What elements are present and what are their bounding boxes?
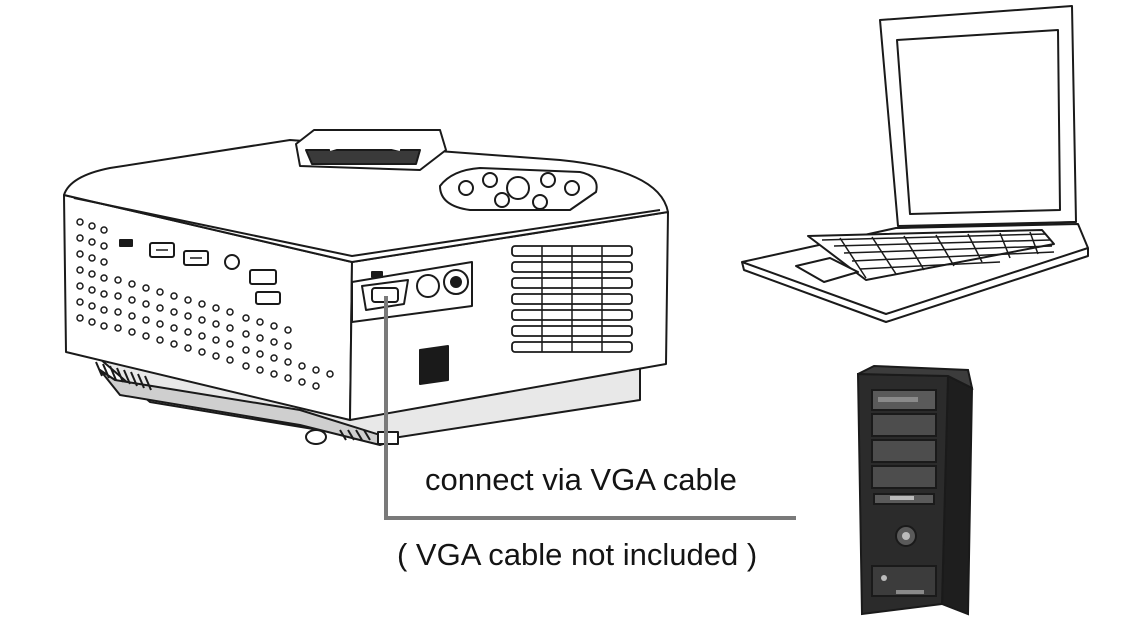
vga-port-icon <box>361 279 409 311</box>
desktop-tower-icon <box>856 364 974 616</box>
vga-cable-icon <box>384 296 796 520</box>
caption-note: ( VGA cable not included ) <box>397 537 758 572</box>
projector-icon <box>63 129 669 446</box>
laptop-icon <box>741 5 1089 323</box>
caption-main: connect via VGA cable <box>425 462 737 497</box>
